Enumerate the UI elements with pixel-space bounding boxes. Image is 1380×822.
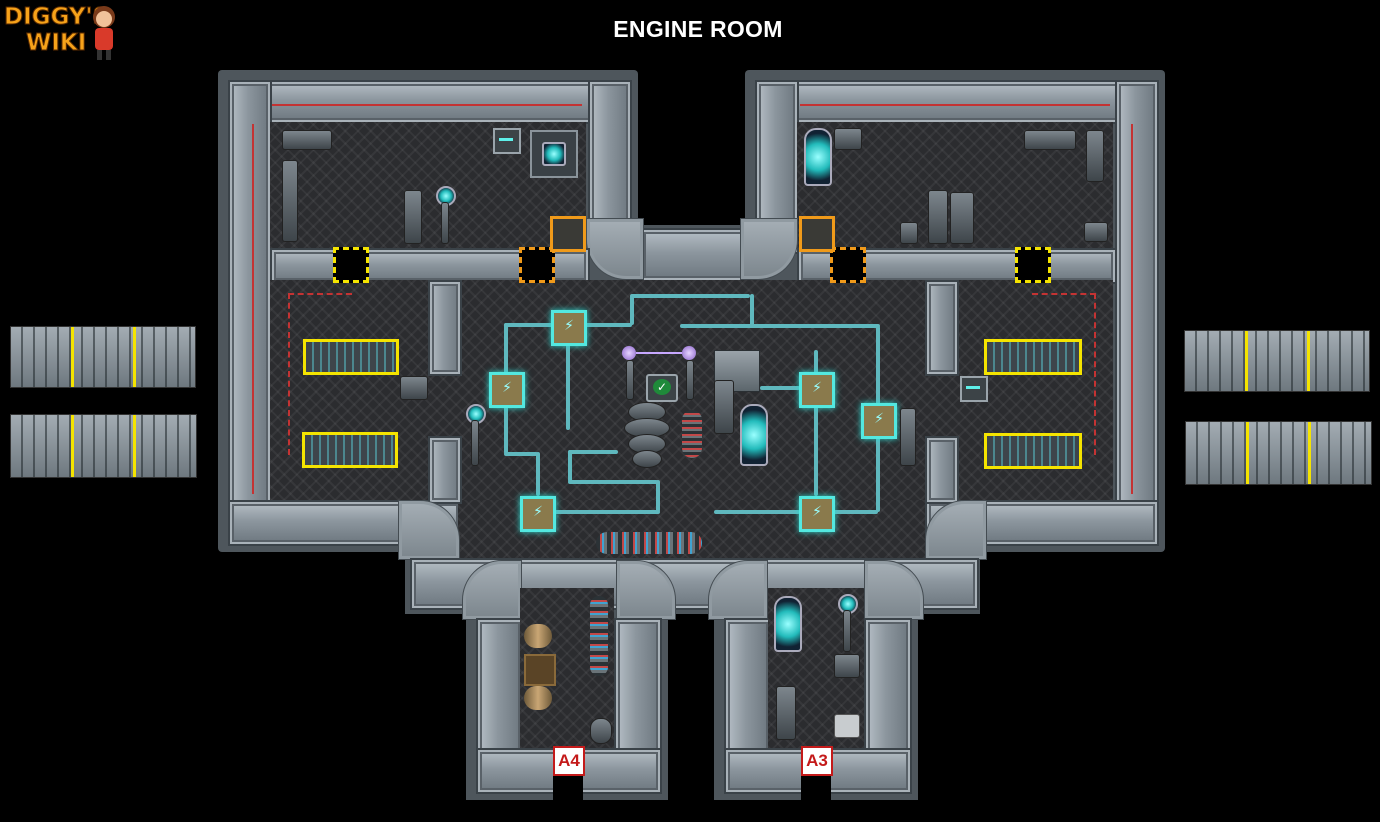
left-tesla-pylon[interactable] <box>466 404 486 466</box>
drill-machine[interactable] <box>776 686 796 740</box>
orange-crate-marker[interactable] <box>550 216 586 252</box>
small-tesla-pylon[interactable] <box>838 594 858 652</box>
reactor-vent[interactable] <box>530 130 578 178</box>
wall-monitor[interactable] <box>960 376 988 402</box>
left-wing-top-wall <box>228 80 632 124</box>
orange-crate-marker[interactable] <box>799 216 835 252</box>
yellow-circuit-panel[interactable] <box>302 432 398 468</box>
red-dashed-path <box>288 293 352 455</box>
yellow-circuit-panel[interactable] <box>984 433 1082 469</box>
yellow-circuit-panel[interactable] <box>303 339 399 375</box>
left-wing-left-wall <box>228 80 272 546</box>
right-pillar-lower <box>925 436 959 504</box>
tall-antenna[interactable] <box>1086 130 1104 182</box>
engine-core-machine[interactable] <box>624 402 670 468</box>
server-rack[interactable] <box>834 654 860 678</box>
left-pillar-upper <box>428 280 462 376</box>
yellow-passage-marker[interactable] <box>333 247 369 283</box>
energy-node[interactable] <box>520 496 556 532</box>
tesla-coil-left[interactable] <box>622 346 636 400</box>
right-wing-right-wall <box>1115 80 1159 546</box>
energy-capsule[interactable] <box>774 596 802 652</box>
energy-capsule[interactable] <box>740 404 768 466</box>
energy-capsule[interactable] <box>804 128 832 186</box>
page-title: ENGINE ROOM <box>613 16 783 42</box>
control-console-check-icon[interactable]: ✓ <box>646 374 678 402</box>
exit-label-a4[interactable]: A4 <box>553 746 585 776</box>
exit-label-a3[interactable]: A3 <box>801 746 833 776</box>
energy-node[interactable] <box>799 372 835 408</box>
energy-node[interactable] <box>861 403 897 439</box>
cable-coil[interactable] <box>682 410 702 458</box>
small-tesla-pylon[interactable] <box>436 186 456 244</box>
diggy-mascot-icon <box>90 6 118 62</box>
small-canister[interactable] <box>900 222 918 244</box>
red-dashed-path <box>1032 293 1096 455</box>
wall-monitor[interactable] <box>493 128 521 154</box>
circuit-puzzle-panel[interactable] <box>1185 421 1372 485</box>
center-bridge-wall <box>640 228 748 282</box>
cable-reel[interactable] <box>590 718 612 744</box>
vertical-cable-bundle[interactable] <box>590 596 608 676</box>
generator-unit[interactable] <box>928 190 948 244</box>
yellow-circuit-panel[interactable] <box>984 339 1082 375</box>
server-rack[interactable] <box>834 128 862 150</box>
pressure-gauge[interactable] <box>714 380 734 434</box>
drill-machine[interactable] <box>404 190 422 244</box>
logo-line2: WIKI <box>25 30 87 56</box>
tall-antenna[interactable] <box>282 160 298 242</box>
diggys-wiki-logo[interactable]: DIGGY'S WIKI <box>2 2 122 62</box>
robot-unit[interactable] <box>950 192 974 244</box>
logo-line1: DIGGY'S <box>3 4 110 30</box>
horizontal-cable-bundle[interactable] <box>596 532 702 554</box>
barrel-stack[interactable] <box>524 624 556 712</box>
antenna-base[interactable] <box>1084 222 1108 242</box>
left-pillar-lower <box>428 436 462 504</box>
tesla-coil-right[interactable] <box>682 346 696 400</box>
energy-node[interactable] <box>799 496 835 532</box>
right-wing-top-wall <box>755 80 1159 124</box>
energy-node[interactable] <box>489 372 525 408</box>
right-pillar-upper <box>925 280 959 376</box>
circuit-puzzle-panel[interactable] <box>10 326 196 388</box>
server-rack[interactable] <box>400 376 428 400</box>
orange-passage-marker[interactable] <box>830 247 866 283</box>
bench-equipment[interactable] <box>1024 130 1076 150</box>
supply-box[interactable] <box>834 714 860 738</box>
energy-node[interactable] <box>551 310 587 346</box>
circuit-puzzle-panel[interactable] <box>1184 330 1370 392</box>
yellow-passage-marker[interactable] <box>1015 247 1051 283</box>
circuit-puzzle-panel[interactable] <box>10 414 197 478</box>
right-pylon[interactable] <box>900 408 916 466</box>
bench-equipment[interactable] <box>282 130 332 150</box>
orange-passage-marker[interactable] <box>519 247 555 283</box>
electric-arc <box>636 352 682 354</box>
